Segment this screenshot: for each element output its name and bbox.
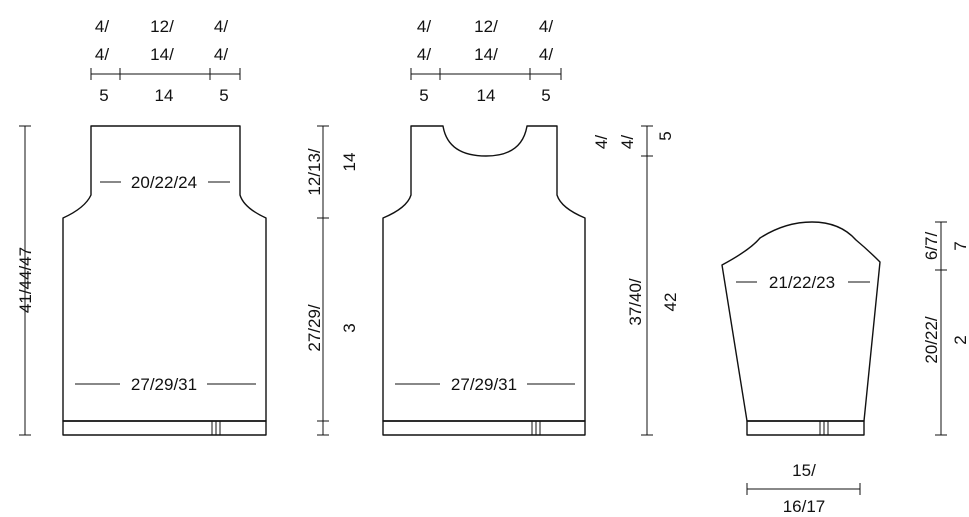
back-top-dimension	[90, 68, 241, 80]
front-shoulder-right-label-1: 4/	[539, 17, 553, 36]
back-shoulder-right-label-2: 4/	[214, 45, 228, 64]
front-neck-label-1: 12/	[474, 17, 498, 36]
back-ribbing	[62, 420, 267, 436]
front-ribbing-marks	[531, 421, 541, 435]
front-ribbing	[382, 420, 586, 436]
front-shoulder-left-label-2: 4/	[417, 45, 431, 64]
front-top-dimension	[410, 68, 562, 80]
front-shoulder-right-label-3: 5	[541, 86, 550, 105]
back-body-label-2: 3	[340, 323, 359, 332]
front-shoulder-left-label-3: 5	[419, 86, 428, 105]
front-outline	[382, 125, 586, 422]
front-shoulder-right-label-2: 4/	[539, 45, 553, 64]
back-armhole-label-1: 12/13/	[305, 148, 324, 196]
sleeve-side-dimension	[935, 221, 947, 436]
sleeve-ribbing	[746, 420, 865, 436]
front-neck-depth-label-2: 4/	[618, 135, 637, 149]
sleeve-length-label-2: 2	[951, 335, 969, 344]
back-armhole-label-2: 14	[340, 153, 359, 172]
back-body-label-1: 27/29/	[305, 304, 324, 352]
back-chest-width-label: 20/22/24	[131, 173, 197, 192]
sleeve-piece: 21/22/23 6/7/ 7 20/22/ 2 15/ 16/17	[721, 221, 969, 516]
front-piece: 4/ 4/ 5 12/ 14/ 14 4/ 4/ 5 27/29/31 4/ 4…	[382, 17, 680, 436]
front-shoulder-left-label-1: 4/	[417, 17, 431, 36]
back-piece: 4/ 4/ 5 12/ 14/ 14 4/ 4/ 5 20/22/24 27/2…	[16, 17, 359, 436]
sleeve-ribbing-marks	[819, 421, 829, 435]
sleeve-cuff-dimension	[746, 483, 861, 495]
back-shoulder-right-label-3: 5	[219, 86, 228, 105]
front-neck-depth-label-1: 4/	[592, 135, 611, 149]
sleeve-upper-width-label: 21/22/23	[769, 273, 835, 292]
sleeve-outline	[721, 221, 881, 422]
back-neck-label-2: 14/	[150, 45, 174, 64]
back-length-dimension	[19, 125, 31, 436]
sleeve-cap-label-2: 7	[951, 241, 969, 250]
front-neck-depth-label-3: 5	[656, 131, 675, 140]
back-neck-label-1: 12/	[150, 17, 174, 36]
back-shoulder-left-label-2: 4/	[95, 45, 109, 64]
back-total-length-label: 41/44/47	[16, 247, 35, 313]
back-shoulder-right-label-1: 4/	[214, 17, 228, 36]
front-length-label-1: 37/40/	[626, 278, 645, 326]
front-side-dimension	[641, 125, 653, 436]
back-shoulder-left-label-1: 4/	[95, 17, 109, 36]
back-ribbing-marks	[211, 421, 221, 435]
front-length-label-2: 42	[661, 293, 680, 312]
front-neck-label-2: 14/	[474, 45, 498, 64]
back-side-dimension	[317, 125, 329, 436]
sleeve-length-label-1: 20/22/	[922, 316, 941, 364]
back-bottom-width-label: 27/29/31	[131, 375, 197, 394]
back-shoulder-left-label-3: 5	[99, 86, 108, 105]
sleeve-cuff-label-1: 15/	[792, 461, 816, 480]
front-bottom-width-label: 27/29/31	[451, 375, 517, 394]
front-neck-label-3: 14	[477, 86, 496, 105]
sleeve-cap-label-1: 6/7/	[922, 232, 941, 261]
sleeve-cuff-label-2: 16/17	[783, 497, 826, 516]
back-neck-label-3: 14	[155, 86, 174, 105]
